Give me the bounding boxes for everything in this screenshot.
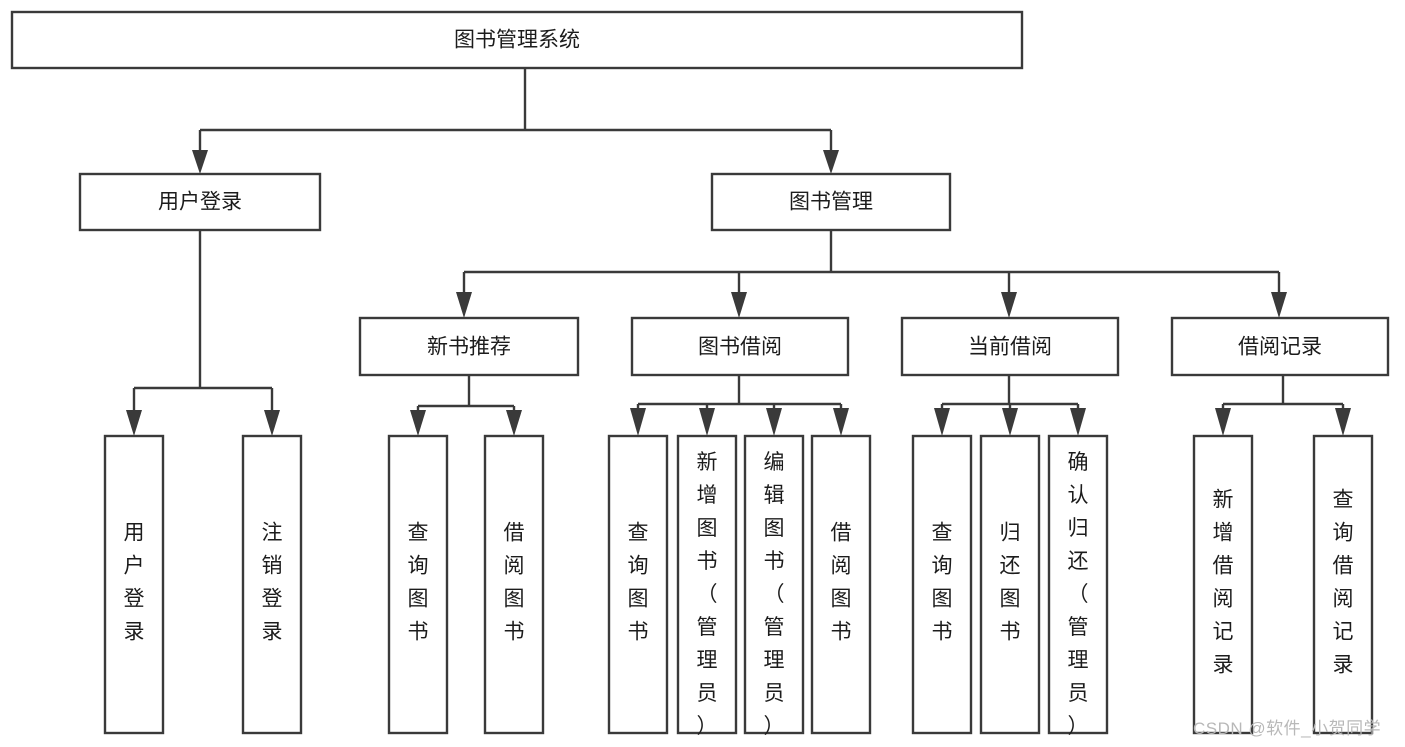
node-leaf-borrow-book-2-label: 借阅图书 xyxy=(831,522,852,644)
arrow-head-leaf-query-borrow-record xyxy=(1335,408,1351,436)
connector-group-user-login xyxy=(126,230,280,436)
connector-group-book-manage xyxy=(456,230,1287,318)
node-leaf-query-borrow-record-label: 查询借阅记录 xyxy=(1333,489,1354,677)
leaf-nodes: 用户登录 注销登录 查询图书 借阅图书 查询图书 新增图书（管理员） xyxy=(103,434,1374,738)
arrow-head-leaf-borrow-book-1 xyxy=(506,410,522,436)
node-book-borrow-label: 图书借阅 xyxy=(698,336,782,359)
node-leaf-borrow-book-2[interactable]: 借阅图书 xyxy=(810,434,872,735)
node-leaf-user-login-label: 用户登录 xyxy=(124,522,145,644)
node-current-borrow-label: 当前借阅 xyxy=(968,336,1052,359)
node-leaf-logout-login-box[interactable] xyxy=(241,434,303,735)
node-leaf-add-book-admin[interactable]: 新增图书（管理员） xyxy=(676,434,738,738)
arrow-head-book-manage xyxy=(823,150,839,174)
node-new-book-recommend-label: 新书推荐 xyxy=(427,336,511,359)
node-leaf-confirm-return-admin-label: 确认归还（管理员） xyxy=(1068,451,1089,738)
node-current-borrow-box[interactable] xyxy=(900,316,1120,377)
node-book-borrow-box[interactable] xyxy=(630,316,850,377)
node-leaf-add-borrow-record-label: 新增借阅记录 xyxy=(1213,489,1234,677)
node-leaf-edit-book-admin-box[interactable] xyxy=(743,434,805,735)
arrow-head-borrow-record xyxy=(1271,292,1287,318)
arrow-head-leaf-user-login xyxy=(126,410,142,436)
node-book-manage-box[interactable] xyxy=(710,172,952,232)
node-leaf-add-borrow-record-box[interactable] xyxy=(1192,434,1254,735)
arrow-head-leaf-query-book-1 xyxy=(410,410,426,436)
connector-group-book-borrow xyxy=(630,375,849,436)
arrow-head-new-book-recommend xyxy=(456,292,472,318)
node-leaf-borrow-book-2-box[interactable] xyxy=(810,434,872,735)
connector-group-borrow-record xyxy=(1215,375,1351,436)
node-new-book-recommend[interactable]: 新书推荐 xyxy=(358,316,580,377)
node-leaf-query-book-3-box[interactable] xyxy=(911,434,973,735)
node-borrow-record-label: 借阅记录 xyxy=(1238,336,1322,359)
arrow-head-leaf-query-book-2 xyxy=(630,408,646,436)
node-user-login-label: 用户登录 xyxy=(158,191,242,214)
node-leaf-query-book-1-box[interactable] xyxy=(387,434,449,735)
arrow-head-leaf-borrow-book-2 xyxy=(833,408,849,436)
node-current-borrow[interactable]: 当前借阅 xyxy=(900,316,1120,377)
node-new-book-recommend-box[interactable] xyxy=(358,316,580,377)
node-leaf-confirm-return-admin-box[interactable] xyxy=(1047,434,1109,735)
node-user-login[interactable]: 用户登录 xyxy=(78,172,322,232)
node-leaf-return-book[interactable]: 归还图书 xyxy=(979,434,1041,735)
arrow-head-leaf-edit-book-admin xyxy=(766,408,782,436)
arrow-head-current-borrow xyxy=(1001,292,1017,318)
node-leaf-query-book-1[interactable]: 查询图书 xyxy=(387,434,449,735)
node-leaf-user-login[interactable]: 用户登录 xyxy=(103,434,165,735)
node-leaf-confirm-return-admin[interactable]: 确认归还（管理员） xyxy=(1047,434,1109,738)
node-borrow-record-box[interactable] xyxy=(1170,316,1390,377)
node-root[interactable]: 图书管理系统 xyxy=(10,10,1024,70)
arrow-head-leaf-add-borrow-record xyxy=(1215,408,1231,436)
node-user-login-box[interactable] xyxy=(78,172,322,232)
node-leaf-edit-book-admin-label: 编辑图书（管理员） xyxy=(764,451,785,738)
arrow-head-leaf-query-book-3 xyxy=(934,408,950,436)
node-root-label: 图书管理系统 xyxy=(454,29,580,52)
node-leaf-query-book-2-box[interactable] xyxy=(607,434,669,735)
node-book-borrow[interactable]: 图书借阅 xyxy=(630,316,850,377)
connector-group-current-borrow xyxy=(934,375,1086,436)
node-leaf-query-book-3-label: 查询图书 xyxy=(932,522,953,644)
arrow-head-leaf-add-book-admin xyxy=(699,408,715,436)
node-leaf-borrow-book-1[interactable]: 借阅图书 xyxy=(483,434,545,735)
node-leaf-add-book-admin-box[interactable] xyxy=(676,434,738,735)
node-leaf-logout-login-label: 注销登录 xyxy=(262,522,283,644)
arrow-head-book-borrow xyxy=(731,292,747,318)
node-root-box[interactable] xyxy=(10,10,1024,70)
csdn-watermark: CSDN @软件_小贺同学 xyxy=(1193,719,1382,738)
node-leaf-borrow-book-1-label: 借阅图书 xyxy=(504,522,525,644)
node-borrow-record[interactable]: 借阅记录 xyxy=(1170,316,1390,377)
arrow-head-leaf-return-book xyxy=(1002,408,1018,436)
node-leaf-query-book-2-label: 查询图书 xyxy=(628,522,649,644)
arrow-head-leaf-confirm-return-admin xyxy=(1070,408,1086,436)
arrow-head-user-login xyxy=(192,150,208,174)
node-leaf-add-book-admin-label: 新增图书（管理员） xyxy=(697,451,718,738)
node-leaf-query-book-3[interactable]: 查询图书 xyxy=(911,434,973,735)
node-leaf-query-borrow-record[interactable]: 查询借阅记录 xyxy=(1312,434,1374,735)
connector-group-new-book-recommend xyxy=(410,375,522,436)
node-leaf-borrow-book-1-box[interactable] xyxy=(483,434,545,735)
node-leaf-user-login-box[interactable] xyxy=(103,434,165,735)
node-leaf-logout-login[interactable]: 注销登录 xyxy=(241,434,303,735)
node-book-manage[interactable]: 图书管理 xyxy=(710,172,952,232)
node-book-manage-label: 图书管理 xyxy=(789,191,873,214)
node-leaf-query-book-1-label: 查询图书 xyxy=(408,522,429,644)
node-leaf-return-book-label: 归还图书 xyxy=(1000,522,1021,644)
node-leaf-return-book-box[interactable] xyxy=(979,434,1041,735)
node-leaf-add-borrow-record[interactable]: 新增借阅记录 xyxy=(1192,434,1254,735)
connector-group-root xyxy=(192,68,839,174)
arrow-head-leaf-logout-login xyxy=(264,410,280,436)
node-leaf-edit-book-admin[interactable]: 编辑图书（管理员） xyxy=(743,434,805,738)
node-leaf-query-book-2[interactable]: 查询图书 xyxy=(607,434,669,735)
node-leaf-query-borrow-record-box[interactable] xyxy=(1312,434,1374,735)
